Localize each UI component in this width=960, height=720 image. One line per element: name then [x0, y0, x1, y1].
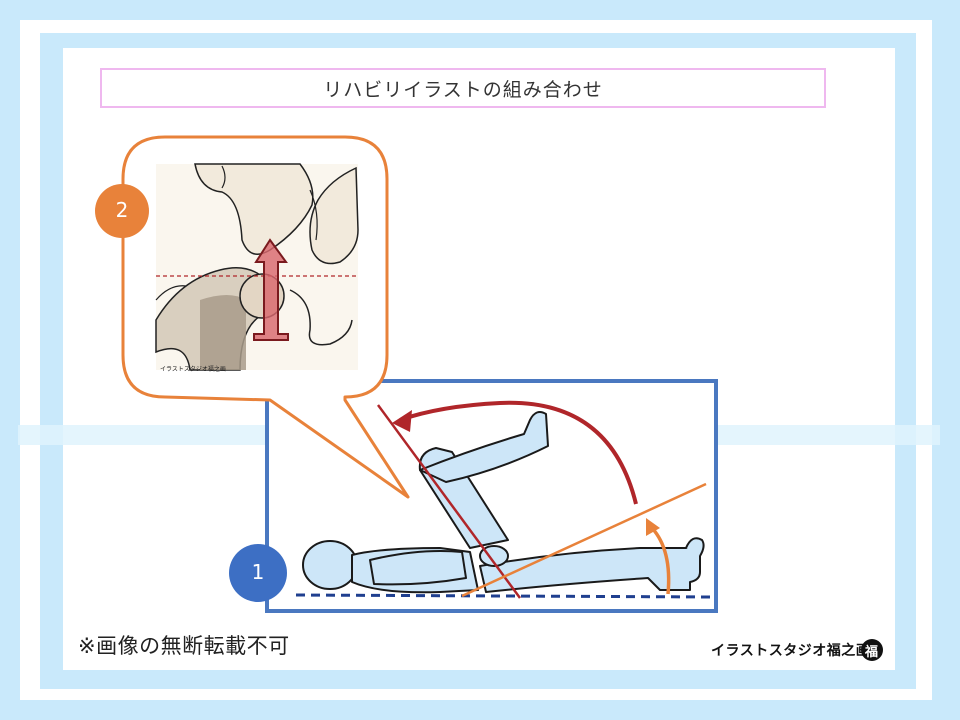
flexion-arrowhead	[392, 410, 412, 432]
leg-axis-line	[461, 482, 707, 598]
studio-mark-glyph: 福	[861, 638, 883, 660]
studio-logo-icon	[861, 639, 883, 661]
thigh-axis-line	[376, 404, 522, 599]
raise-arrowhead	[646, 518, 660, 536]
hip-joint-detail	[155, 163, 359, 371]
flexion-arc	[399, 400, 638, 505]
raise-arc	[650, 526, 671, 595]
studio-name: イラストスタジオ福之画	[711, 643, 871, 659]
badge-2	[95, 184, 149, 238]
lying-figure	[302, 411, 705, 594]
badge-2-label: 2	[115, 198, 129, 222]
up-arrow-icon	[253, 238, 289, 341]
studio-mark-text: 福	[865, 645, 879, 660]
floor-line	[295, 593, 713, 599]
badge-1-label: 1	[251, 560, 265, 584]
detail-credit: イラストスタジオ福之画	[160, 366, 226, 373]
page-title: リハビリイラストの組み合わせ	[100, 68, 826, 108]
copyright-notice: ※画像の無断転載不可	[78, 634, 290, 658]
badge-1	[229, 544, 287, 602]
